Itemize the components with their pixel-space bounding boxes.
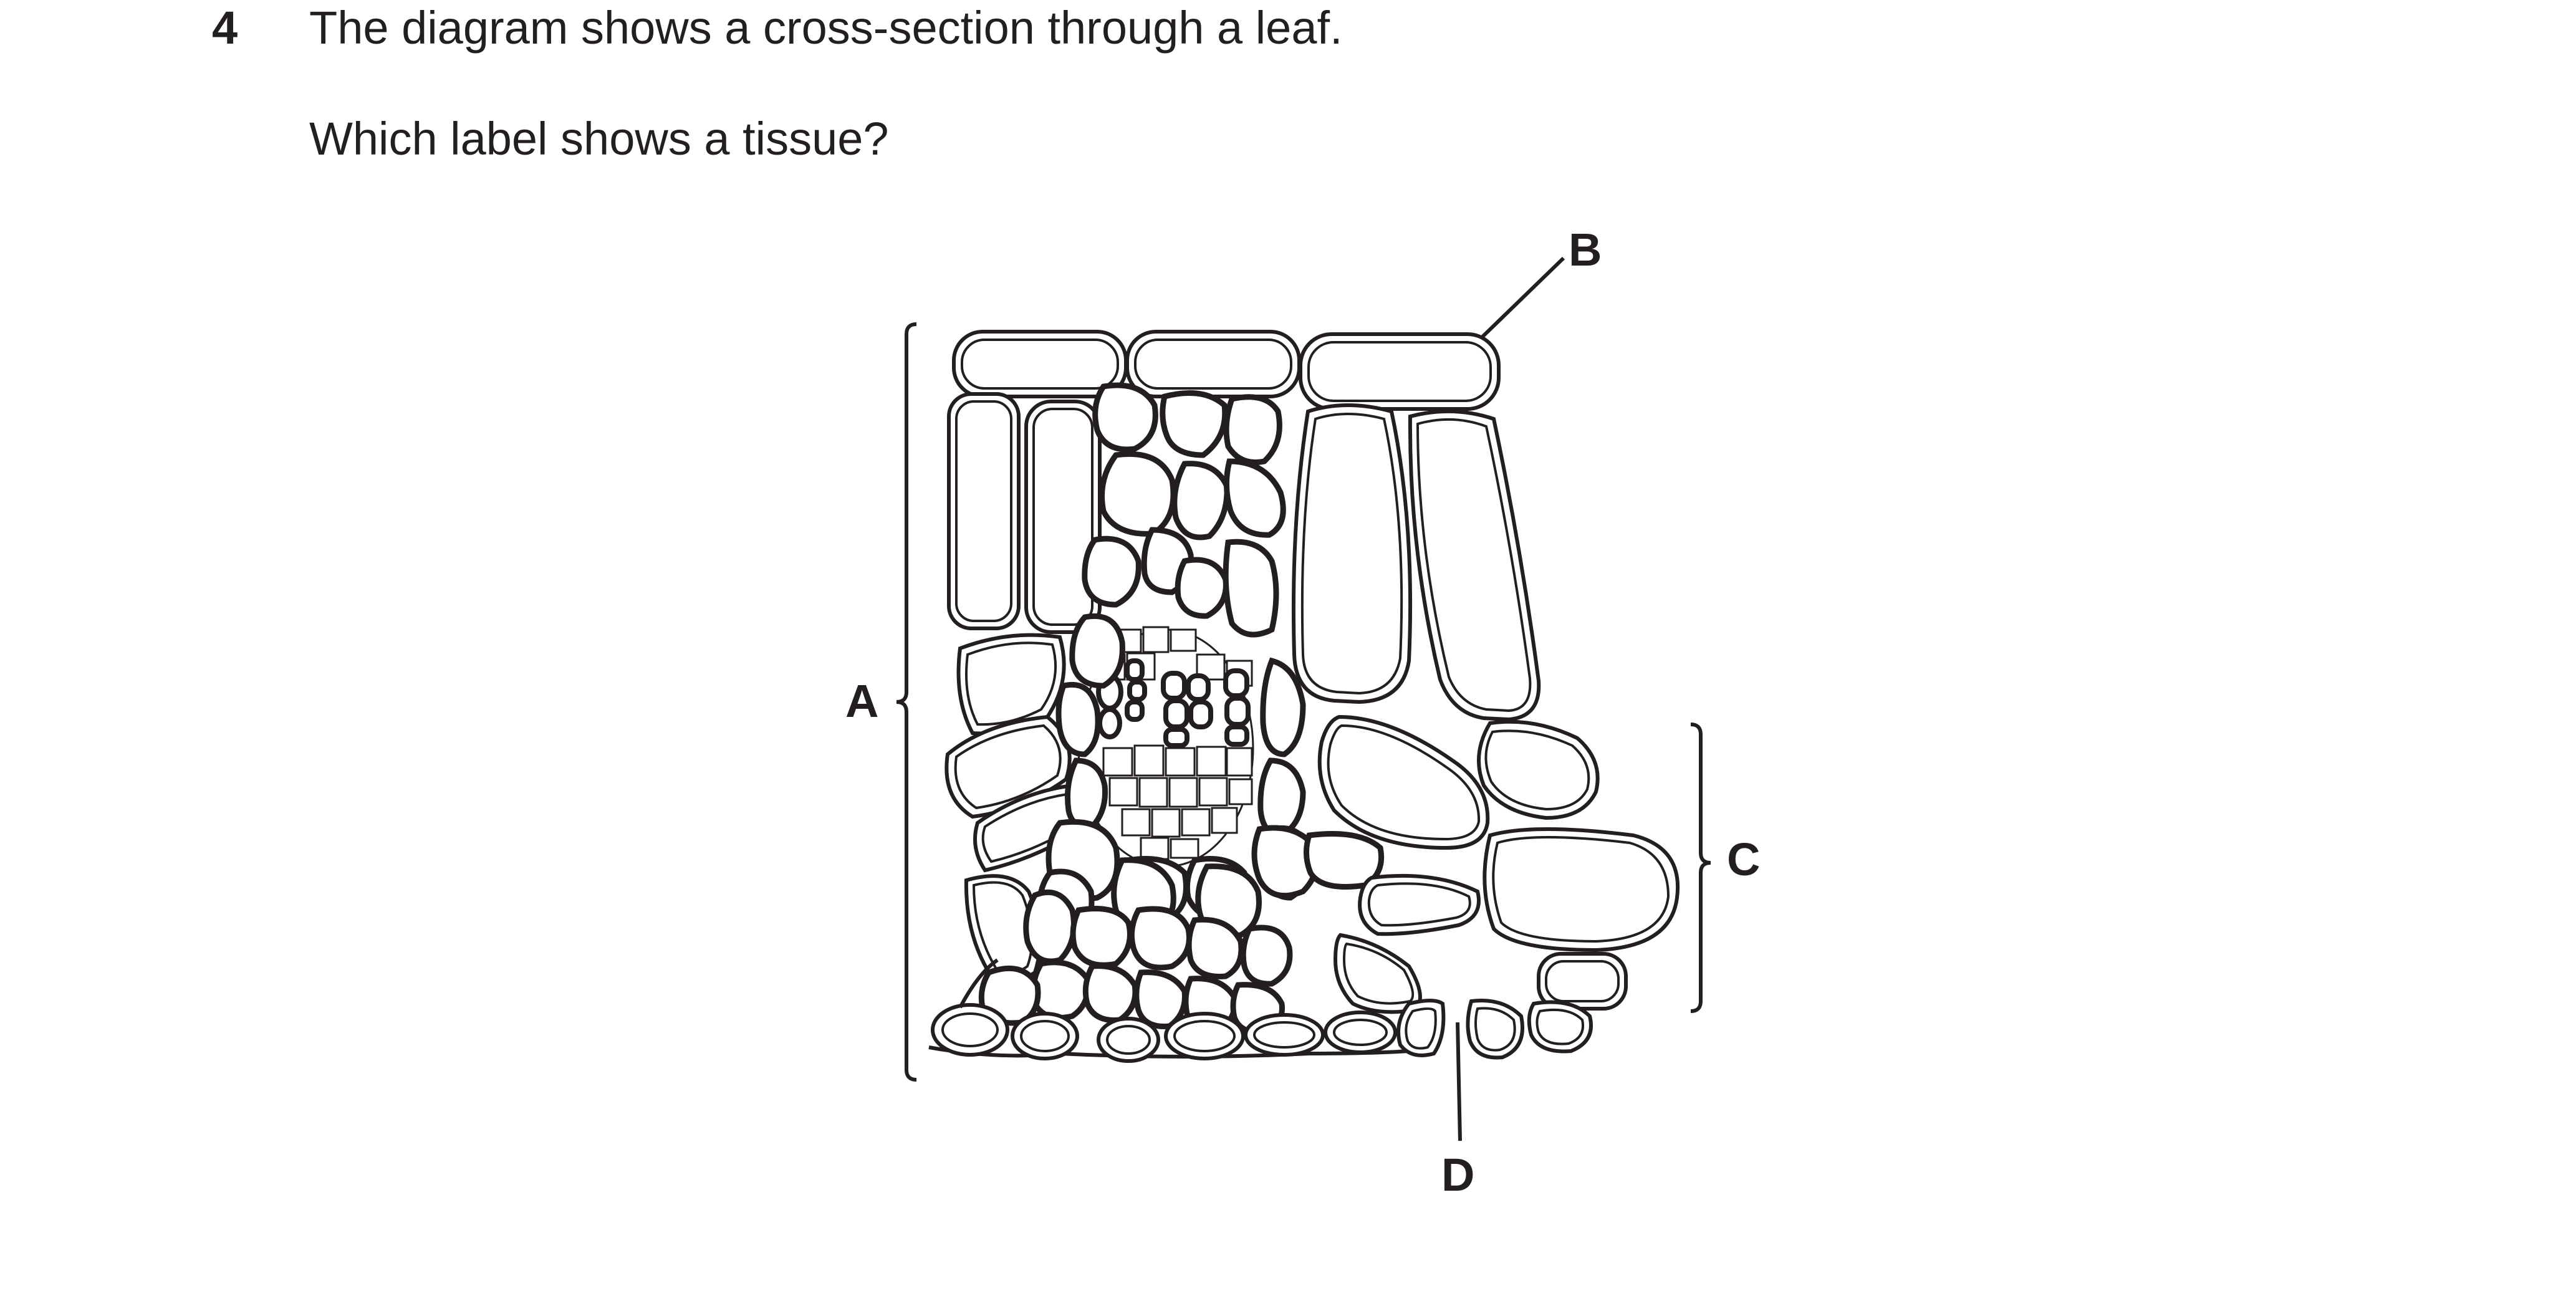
question-stem: The diagram shows a cross-section throug… — [309, 2, 1343, 54]
question-number: 4 — [212, 2, 238, 54]
lower-epidermis — [928, 958, 1593, 1063]
label-d-pointer — [1456, 1022, 1462, 1141]
spongy-mesophyll-right — [1317, 714, 1680, 1014]
label-b: B — [1569, 224, 1602, 276]
label-d: D — [1441, 1149, 1474, 1201]
vascular-bundle — [1077, 626, 1254, 868]
palisade-mesophyll — [947, 392, 1541, 722]
spongy-mesophyll-bundle-sheath — [978, 382, 1385, 1035]
label-b-pointer — [1479, 256, 1565, 340]
label-a: A — [845, 675, 878, 727]
label-c: C — [1727, 833, 1760, 885]
question-prompt: Which label shows a tissue? — [309, 113, 889, 165]
spongy-mesophyll-left — [944, 633, 1083, 984]
upper-epidermis — [952, 330, 1501, 411]
label-a-brace — [896, 322, 917, 1082]
label-c-brace — [1690, 723, 1711, 1013]
